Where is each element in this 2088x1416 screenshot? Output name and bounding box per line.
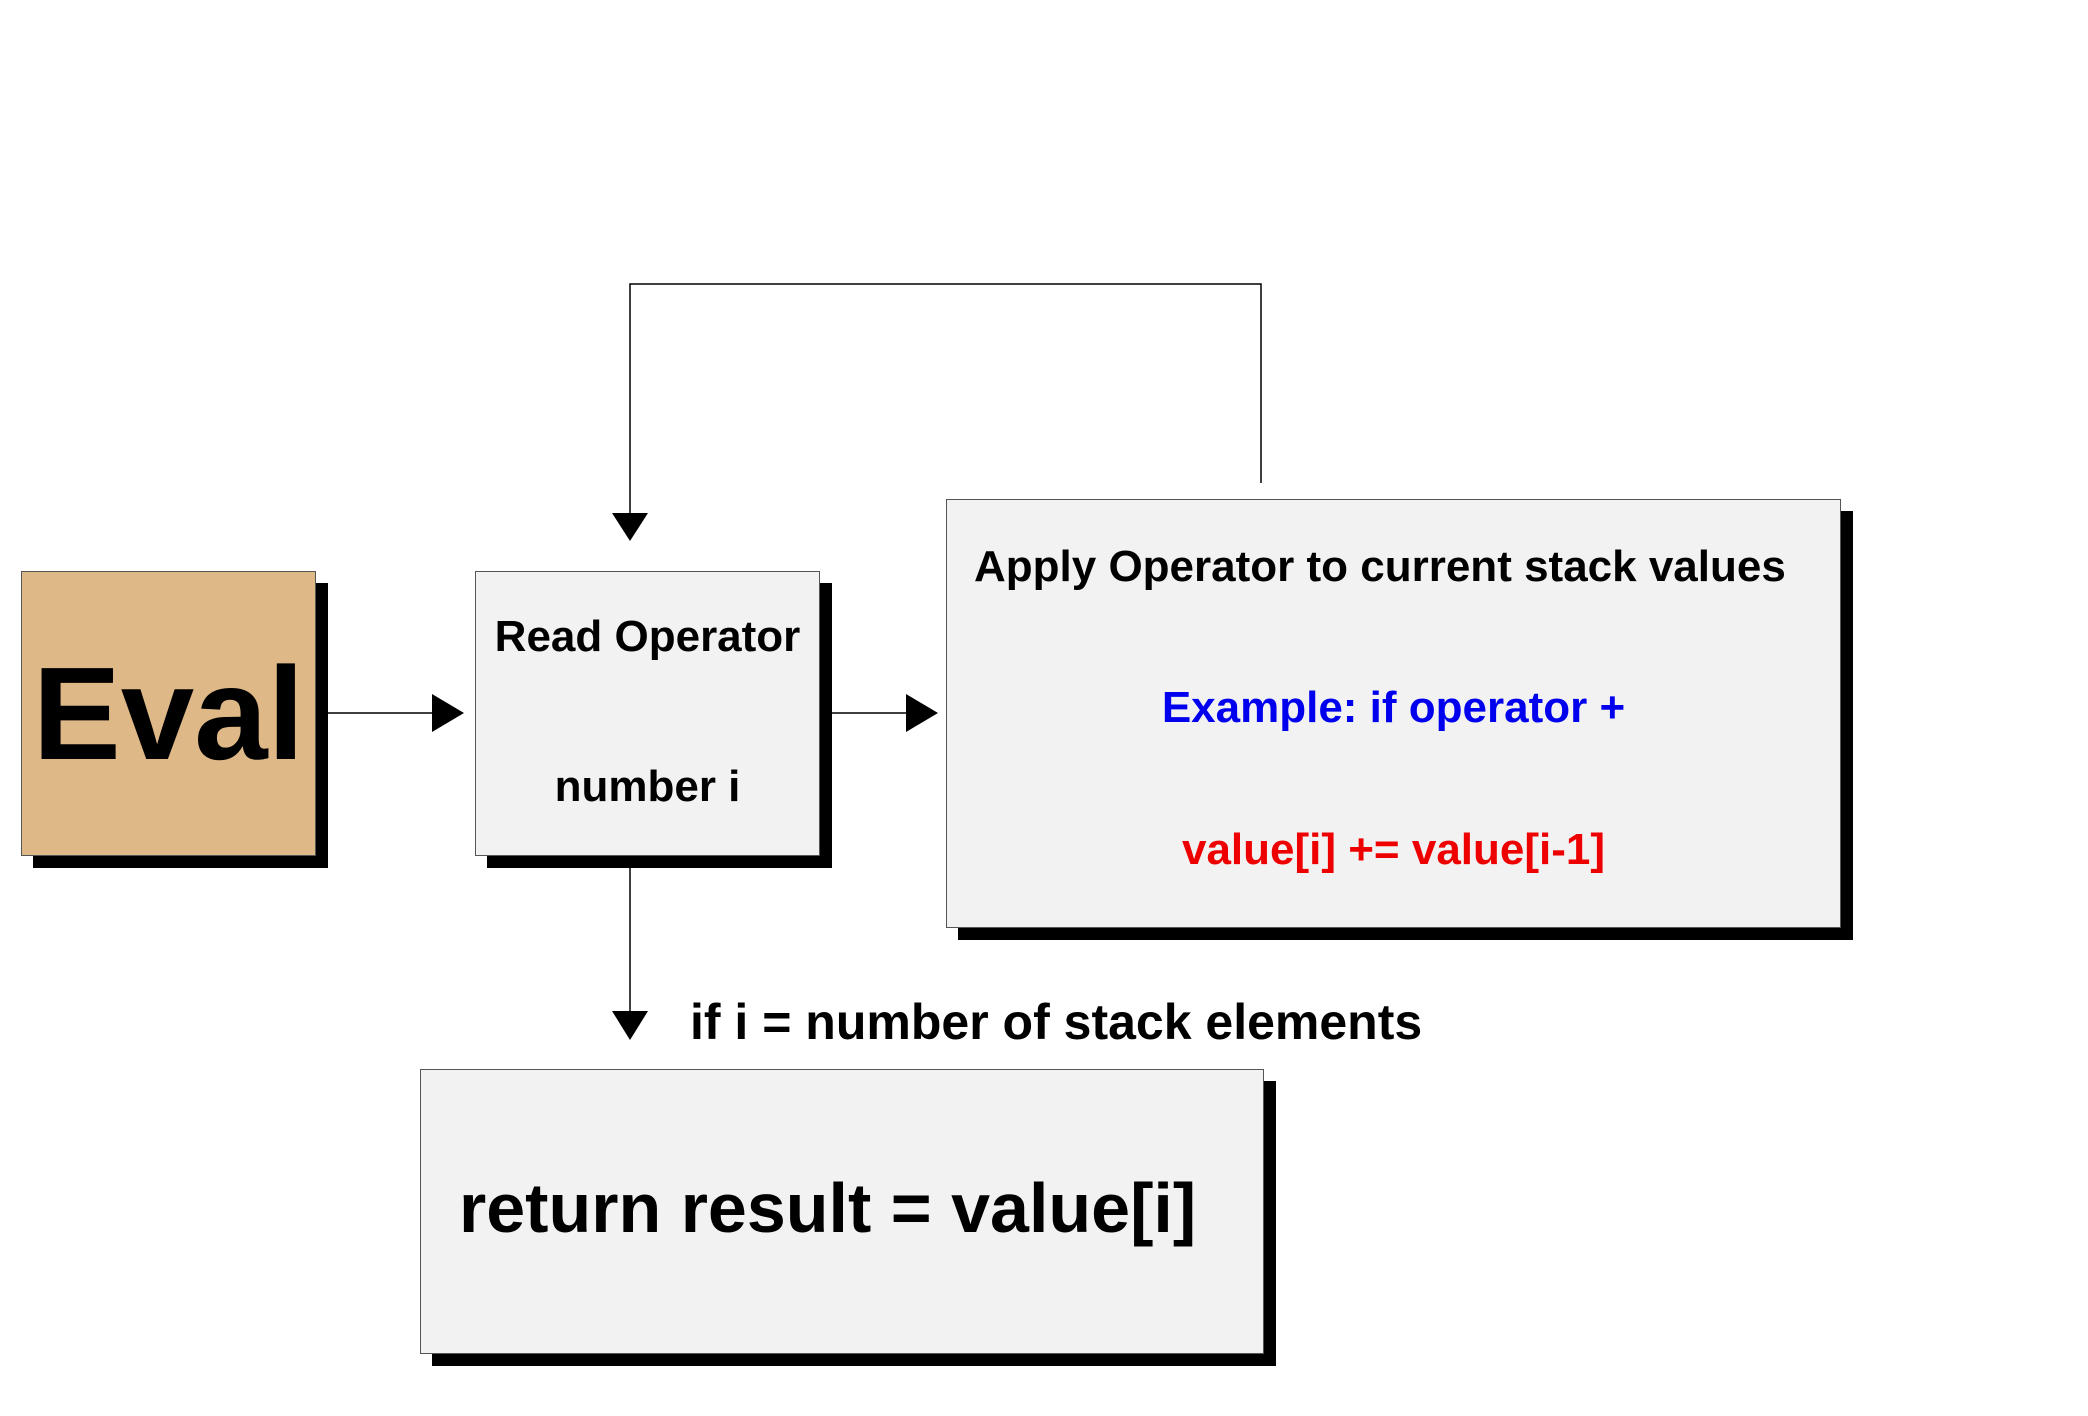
edge-loop-back bbox=[629, 283, 1262, 515]
read-operator-subtitle: number i bbox=[554, 762, 741, 811]
apply-operator-box: Apply Operator to current stack values E… bbox=[946, 499, 1841, 928]
return-result-label: return result = value[i] bbox=[459, 1169, 1197, 1247]
read-operator-box: Read Operator number i bbox=[475, 571, 820, 856]
arrowhead-eval-to-read bbox=[432, 694, 464, 732]
arrowhead-read-to-apply bbox=[906, 694, 938, 732]
apply-operator-example: Example: if operator + bbox=[1161, 683, 1626, 732]
apply-operator-formula: value[i] += value[i-1] bbox=[1181, 825, 1606, 874]
eval-label: Eval bbox=[32, 640, 305, 787]
return-result-box: return result = value[i] bbox=[420, 1069, 1264, 1354]
eval-box: Eval bbox=[21, 571, 316, 856]
read-operator-title: Read Operator bbox=[494, 612, 801, 661]
arrowhead-read-to-return bbox=[612, 1011, 648, 1040]
apply-operator-title: Apply Operator to current stack values bbox=[974, 542, 1786, 591]
arrowhead-loop-back bbox=[612, 513, 648, 541]
condition-label: if i = number of stack elements bbox=[690, 994, 1423, 1050]
